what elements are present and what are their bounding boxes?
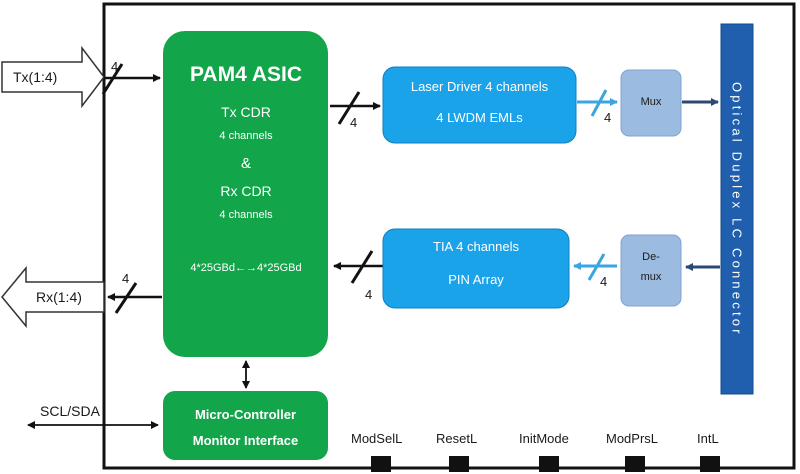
tx-bus-slash: [101, 63, 124, 95]
control-pin-modsell: [371, 456, 391, 472]
tx-input-arrow: [1, 45, 105, 109]
pam4-asic-block: [163, 31, 328, 357]
tx-input-label: Tx(1:4): [13, 69, 58, 85]
micro-controller-line1: Micro-Controller: [194, 407, 297, 422]
asic-tx-cdr: Tx CDR: [221, 104, 271, 120]
tia-to-asic-slash: [350, 250, 374, 284]
demux-label-line1: De-: [642, 251, 660, 263]
control-label-resetl: ResetL: [436, 431, 478, 446]
mux-block: [620, 69, 682, 137]
asic-tx-channels: 4 channels: [219, 130, 273, 142]
scl-sda-label: SCL/SDA: [40, 403, 100, 419]
rx-output-arrow: [1, 265, 105, 329]
control-pin-initmode: [539, 456, 559, 472]
control-label-initmode: InitMode: [519, 431, 569, 446]
asic-rate: 4*25GBd←→4*25GBd: [190, 262, 302, 274]
mux-label: Mux: [640, 96, 662, 108]
demux-to-tia-slash: [587, 253, 606, 281]
control-label-modprsl: ModPrsL: [606, 431, 659, 446]
asic-rx-cdr: Rx CDR: [220, 183, 272, 199]
tia-block: [382, 228, 570, 309]
asic-title: PAM4 ASIC: [189, 63, 302, 86]
control-pin-modprsl: [625, 456, 645, 472]
demux-block: [620, 234, 682, 307]
asic-rx-channels: 4 channels: [219, 209, 273, 221]
control-label-modsell: ModSelL: [351, 431, 403, 446]
driver-to-mux-slash: [590, 89, 608, 117]
demux-label-line2: mux: [640, 271, 662, 283]
asic-to-driver-count: 4: [350, 115, 358, 130]
laser-driver-block: [382, 66, 577, 144]
tia-line2: PIN Array: [448, 272, 504, 287]
rx-out-count: 4: [122, 271, 130, 286]
tx-in-count: 4: [111, 59, 119, 74]
control-label-intl: IntL: [697, 431, 719, 446]
control-pin-intl: [700, 456, 720, 472]
micro-controller-line2: Monitor Interface: [192, 433, 299, 448]
asic-ampersand: &: [240, 155, 251, 172]
tia-line1: TIA 4 channels: [433, 239, 519, 254]
demux-to-tia-count: 4: [600, 274, 608, 289]
laser-driver-line1: Laser Driver 4 channels: [410, 79, 549, 94]
rx-bus-slash: [114, 282, 138, 314]
driver-to-mux-count: 4: [604, 110, 612, 125]
laser-driver-line2: 4 LWDM EMLs: [436, 110, 523, 125]
optical-connector-label: Optical Duplex LC Connector: [729, 81, 745, 337]
rx-output-label: Rx(1:4): [36, 289, 82, 305]
control-pin-resetl: [449, 456, 469, 472]
optical-connector-label-wrap: Optical Duplex LC Connector: [722, 25, 752, 393]
tia-to-asic-count: 4: [365, 287, 373, 302]
asic-to-driver-slash: [337, 91, 361, 125]
optical-connector-block: [720, 23, 754, 395]
micro-controller-block: [163, 391, 328, 460]
